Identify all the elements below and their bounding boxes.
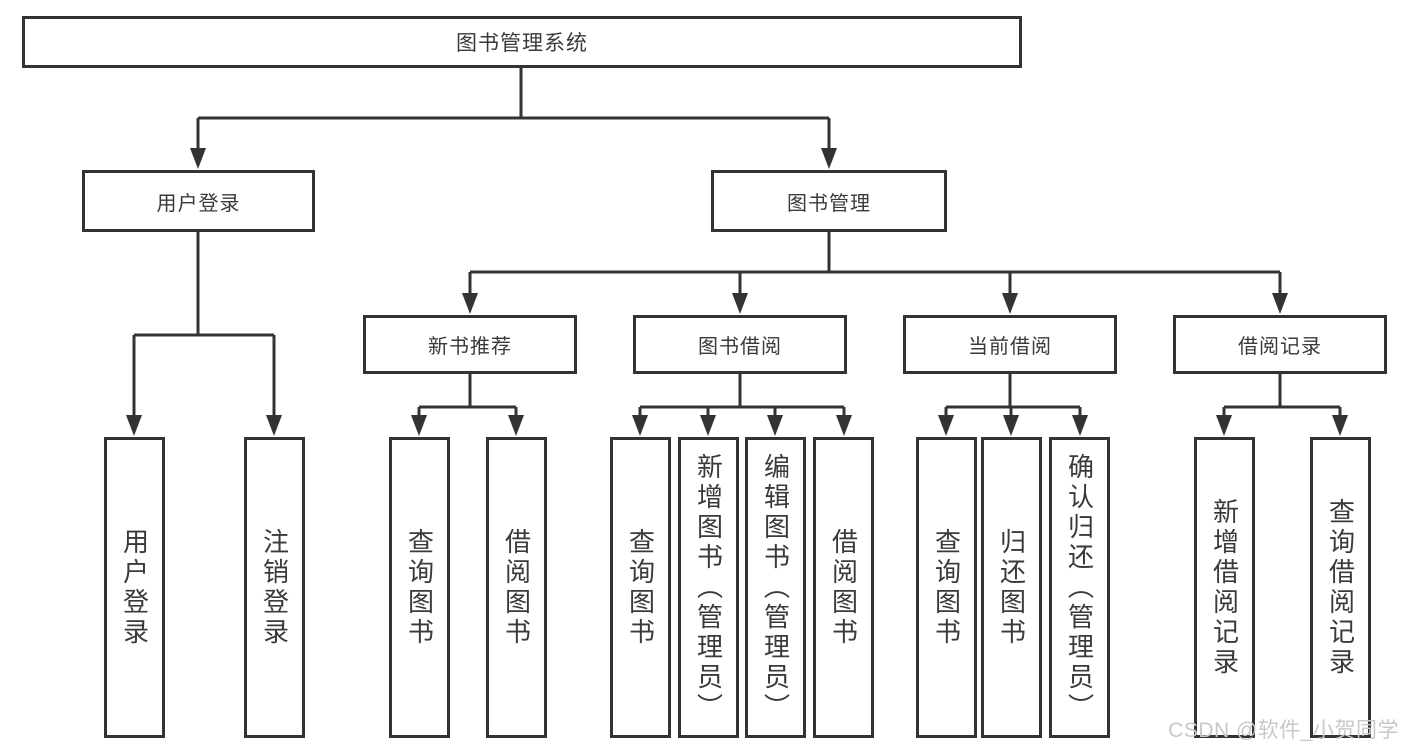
leaf-newbooks-query: 查询图书 <box>389 437 450 738</box>
leaf-current-query: 查询图书 <box>916 437 977 738</box>
node-borrow-records-label: 借阅记录 <box>1238 336 1322 358</box>
node-current-borrow: 当前借阅 <box>903 315 1117 374</box>
node-root-label: 图书管理系统 <box>456 32 588 55</box>
connector-borrow-records <box>1222 374 1342 420</box>
node-root: 图书管理系统 <box>22 16 1022 68</box>
leaf-user-login-label: 用户登录 <box>119 527 150 648</box>
leaf-records-add-label: 新增借阅记录 <box>1209 497 1240 678</box>
node-new-book-recommend-label: 新书推荐 <box>428 336 512 358</box>
connector-user-login <box>132 232 276 420</box>
leaf-newbooks-query-label: 查询图书 <box>404 527 435 648</box>
leaf-borrow-borrow-label: 借阅图书 <box>828 527 859 648</box>
leaf-logout: 注销登录 <box>244 437 305 738</box>
leaf-logout-label: 注销登录 <box>259 527 290 648</box>
node-user-login-label: 用户登录 <box>156 192 241 215</box>
connector-new-books <box>417 374 518 420</box>
node-book-borrow: 图书借阅 <box>633 315 847 374</box>
leaf-newbooks-borrow: 借阅图书 <box>486 437 547 738</box>
leaf-borrow-edit-admin: 编辑图书（管理员） <box>745 437 806 738</box>
leaf-user-login: 用户登录 <box>104 437 165 738</box>
leaf-current-confirm-admin: 确认归还（管理员） <box>1049 437 1110 738</box>
node-borrow-records: 借阅记录 <box>1173 315 1387 374</box>
leaf-current-return-label: 归还图书 <box>996 527 1027 648</box>
leaf-newbooks-borrow-label: 借阅图书 <box>501 527 532 648</box>
connector-root <box>196 68 831 152</box>
leaf-current-confirm-admin-label: 确认归还（管理员） <box>1064 452 1095 723</box>
node-new-book-recommend: 新书推荐 <box>363 315 577 374</box>
node-user-login: 用户登录 <box>82 170 315 232</box>
leaf-borrow-edit-admin-label: 编辑图书（管理员） <box>760 452 791 723</box>
node-book-management: 图书管理 <box>711 170 947 232</box>
leaf-borrow-query-label: 查询图书 <box>625 527 656 648</box>
connector-current-borrow <box>944 374 1082 420</box>
leaf-records-add: 新增借阅记录 <box>1194 437 1255 738</box>
leaf-borrow-add-admin-label: 新增图书（管理员） <box>693 452 724 723</box>
node-book-borrow-label: 图书借阅 <box>698 336 782 358</box>
leaf-records-query: 查询借阅记录 <box>1310 437 1371 738</box>
watermark: CSDN @软件_小贺同学 <box>1168 719 1399 742</box>
leaf-borrow-add-admin: 新增图书（管理员） <box>678 437 739 738</box>
node-current-borrow-label: 当前借阅 <box>968 336 1052 358</box>
leaf-borrow-borrow: 借阅图书 <box>813 437 874 738</box>
node-book-management-label: 图书管理 <box>787 192 871 215</box>
leaf-records-query-label: 查询借阅记录 <box>1325 497 1356 678</box>
leaf-current-return: 归还图书 <box>981 437 1042 738</box>
leaf-borrow-query: 查询图书 <box>610 437 671 738</box>
connector-book-mgmt <box>468 232 1282 298</box>
leaf-current-query-label: 查询图书 <box>931 527 962 648</box>
connector-book-borrow <box>638 374 846 420</box>
